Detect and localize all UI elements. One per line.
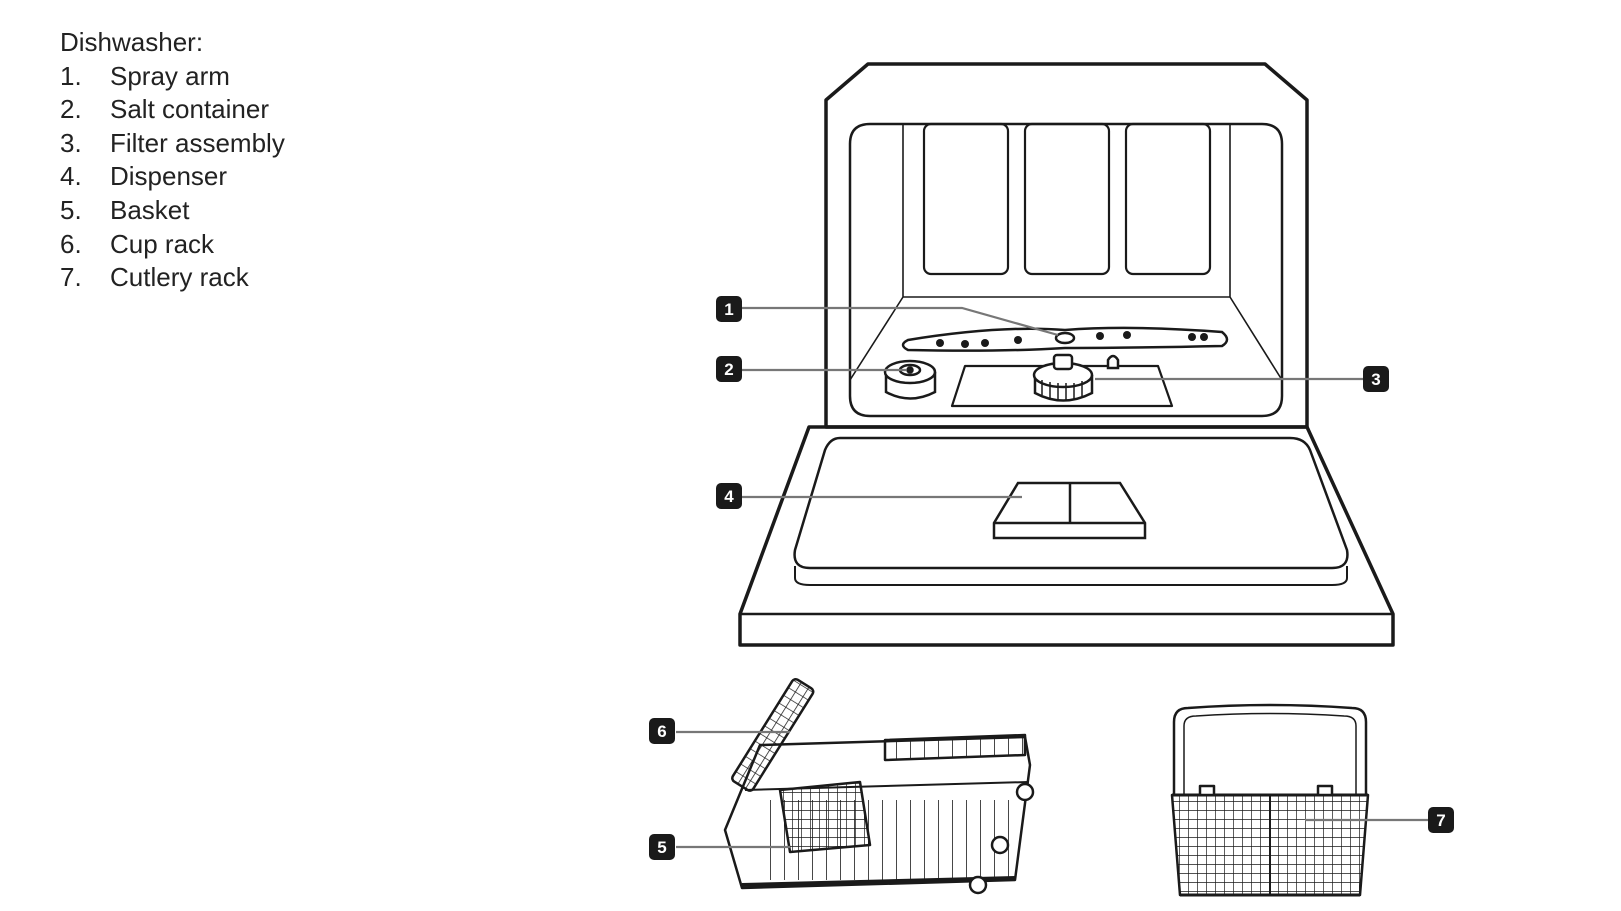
filter-assembly <box>1032 353 1120 402</box>
callout-badges: 1 2 3 4 5 6 7 <box>649 296 1454 860</box>
door-inner-lip <box>794 566 1348 586</box>
legend-title: Dishwasher: <box>60 27 204 57</box>
callout-badge-1: 1 <box>716 296 742 322</box>
legend-label: Dispenser <box>110 161 228 192</box>
legend-item: 1. Spray arm <box>60 60 285 94</box>
legend-label: Salt container <box>110 94 269 125</box>
wall-panel <box>922 122 1010 276</box>
legend-label: Filter assembly <box>110 127 285 158</box>
wall-panel <box>1124 122 1212 276</box>
callout-number: 5 <box>657 838 666 857</box>
legend-item: 2. Salt container <box>60 93 285 127</box>
callout-badge-6: 6 <box>649 718 675 744</box>
legend-number: 2. <box>60 94 82 125</box>
callout-badge-3: 3 <box>1363 366 1389 392</box>
legend-number: 5. <box>60 194 82 225</box>
dishwasher-body <box>738 62 1395 647</box>
sump-plate <box>950 364 1174 408</box>
legend-item: 6. Cup rack <box>60 228 285 262</box>
legend-label: Basket <box>110 194 190 225</box>
detergent-dispenser <box>992 481 1147 540</box>
legend-item: 3. Filter assembly <box>60 127 285 161</box>
legend-item: 7. Cutlery rack <box>60 261 285 295</box>
legend-label: Cup rack <box>110 228 215 259</box>
callout-badge-7: 7 <box>1428 807 1454 833</box>
leader-lines <box>676 306 1428 849</box>
callout-badge-4: 4 <box>716 483 742 509</box>
cup-rack-tray <box>731 677 815 792</box>
callout-number: 1 <box>724 300 733 319</box>
legend-number: 3. <box>60 127 82 158</box>
legend-label: Cutlery rack <box>110 262 249 293</box>
basket-wheel <box>968 875 988 895</box>
salt-container <box>883 359 937 400</box>
callout-number: 6 <box>657 722 666 741</box>
basket-wheel <box>990 835 1010 855</box>
legend-item: 4. Dispenser <box>60 160 285 194</box>
basket-wheel <box>1015 782 1035 802</box>
legend-list: 1. Spray arm 2. Salt container 3. Filter as… <box>60 60 285 295</box>
parts-legend: Dishwasher: 1. Spray arm 2. Salt container… <box>60 26 285 295</box>
callout-badge-5: 5 <box>649 834 675 860</box>
wall-panel <box>1023 122 1111 276</box>
callout-number: 2 <box>724 360 733 379</box>
legend-item: 5. Basket <box>60 194 285 228</box>
leader-line-1 <box>742 306 1059 337</box>
callout-number: 7 <box>1436 811 1445 830</box>
spray-arm <box>901 326 1229 352</box>
cutlery-rack-handle <box>1172 703 1368 795</box>
legend-number: 4. <box>60 161 82 192</box>
door-inner-panel <box>793 436 1349 570</box>
callout-number: 3 <box>1371 370 1380 389</box>
callout-badge-2: 2 <box>716 356 742 382</box>
callout-number: 4 <box>724 487 734 506</box>
legend-label: Spray arm <box>110 60 230 91</box>
legend-number: 6. <box>60 228 82 259</box>
tub-inner <box>848 122 1284 418</box>
cutlery-rack <box>1170 703 1370 897</box>
legend-number: 7. <box>60 262 82 293</box>
back-wall <box>849 124 1283 381</box>
legend-number: 1. <box>60 60 82 91</box>
dish-basket <box>723 677 1035 895</box>
